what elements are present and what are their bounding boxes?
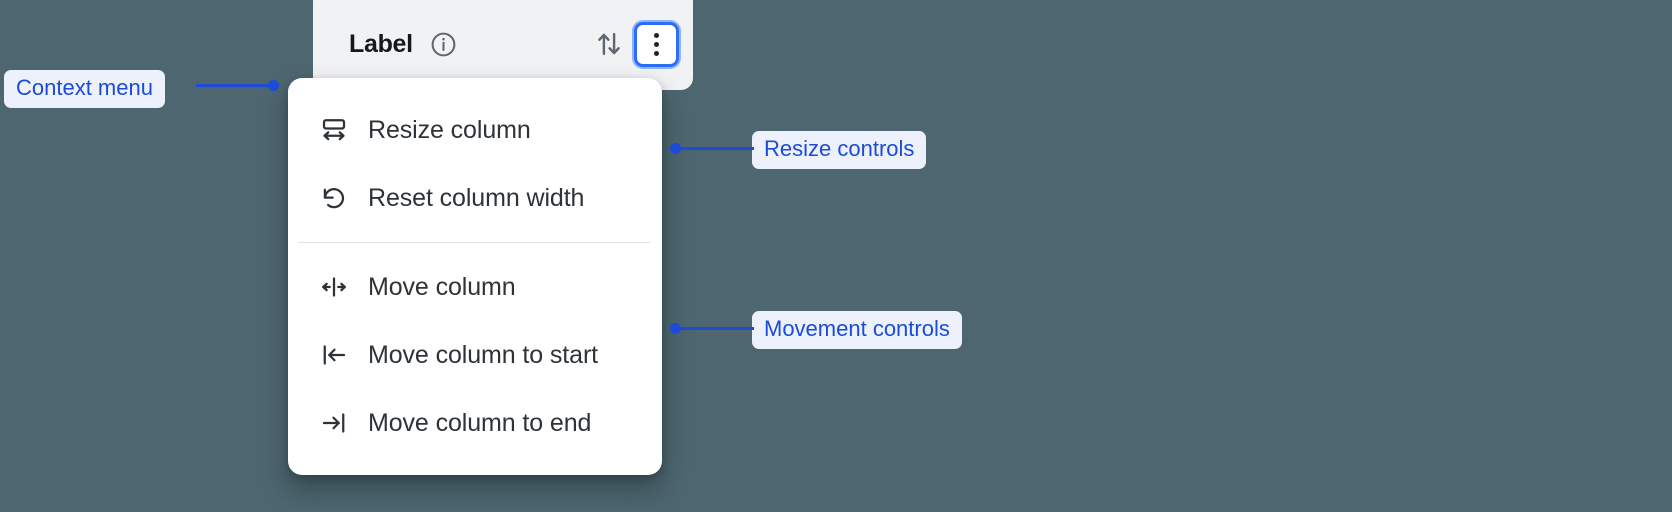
column-context-menu: Resize column Reset column width Move co…: [288, 78, 662, 475]
annotation-movement-controls: Movement controls: [752, 311, 962, 349]
three-dots-vertical-icon: [654, 32, 659, 56]
resize-column-icon: [318, 114, 350, 146]
menu-item-move-column-to-start[interactable]: Move column to start: [288, 321, 662, 389]
menu-item-label: Move column to start: [368, 340, 599, 369]
page-title: Label: [349, 29, 413, 58]
menu-item-move-column[interactable]: Move column: [288, 253, 662, 321]
annotation-connector-line: [196, 84, 274, 87]
menu-item-label: Reset column width: [368, 183, 585, 212]
move-to-end-icon: [318, 407, 350, 439]
info-circle-icon[interactable]: [429, 30, 458, 59]
annotation-connector-line: [676, 147, 754, 150]
menu-item-move-column-to-end[interactable]: Move column to end: [288, 389, 662, 457]
menu-item-reset-column-width[interactable]: Reset column width: [288, 164, 662, 232]
annotation-connector-dot: [670, 323, 681, 334]
move-to-start-icon: [318, 339, 350, 371]
annotation-connector-dot: [670, 143, 681, 154]
annotation-connector-dot: [268, 80, 279, 91]
reset-width-undo-icon: [318, 182, 350, 214]
move-column-icon: [318, 271, 350, 303]
menu-divider: [298, 242, 650, 243]
menu-item-resize-column[interactable]: Resize column: [288, 96, 662, 164]
annotation-context-menu: Context menu: [4, 70, 165, 108]
menu-item-label: Move column: [368, 272, 516, 301]
sort-up-down-icon[interactable]: [592, 27, 626, 61]
menu-item-label: Resize column: [368, 115, 531, 144]
column-header-card: Label: [313, 0, 693, 90]
annotation-resize-controls: Resize controls: [752, 131, 927, 169]
column-options-kebab-button[interactable]: [634, 21, 679, 67]
menu-item-label: Move column to end: [368, 408, 592, 437]
annotation-connector-line: [676, 327, 754, 330]
